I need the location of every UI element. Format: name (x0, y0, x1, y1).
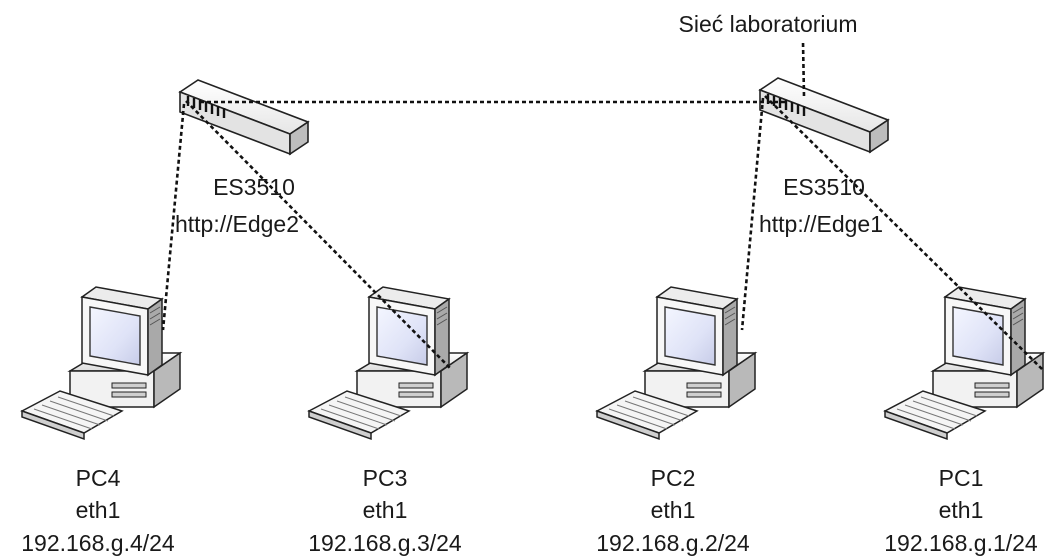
pc4-ip: 192.168.g.4/24 (21, 530, 175, 556)
switch-edge2-model: ES3510 (213, 174, 295, 200)
pc3-iface: eth1 (363, 497, 408, 523)
link-edge2-pc4 (161, 103, 186, 331)
pc4-name: PC4 (76, 465, 121, 491)
link-edge1-lab-network (801, 41, 806, 97)
pc1-ip: 192.168.g.1/24 (884, 530, 1038, 556)
switch-edge1-model: ES3510 (783, 174, 865, 200)
pc3-ip: 192.168.g.3/24 (308, 530, 462, 556)
switch-edge1-url: http://Edge1 (759, 211, 883, 237)
switch-edge1-icon (758, 76, 890, 154)
pc2-ip: 192.168.g.2/24 (596, 530, 750, 556)
lab-network-label: Sieć laboratorium (679, 11, 858, 37)
pc4-icon (21, 286, 181, 440)
pc1-icon (884, 286, 1044, 440)
pc1-iface: eth1 (939, 497, 984, 523)
link-edge1-pc1 (764, 95, 1044, 371)
switch-edge2-icon (178, 78, 310, 156)
link-edge1-pc2 (740, 97, 765, 331)
pc2-icon (596, 286, 756, 440)
pc2-name: PC2 (651, 465, 696, 491)
pc2-iface: eth1 (651, 497, 696, 523)
pc4-iface: eth1 (76, 497, 121, 523)
pc3-name: PC3 (363, 465, 408, 491)
switch-edge2-url: http://Edge2 (175, 211, 299, 237)
pc1-name: PC1 (939, 465, 984, 491)
